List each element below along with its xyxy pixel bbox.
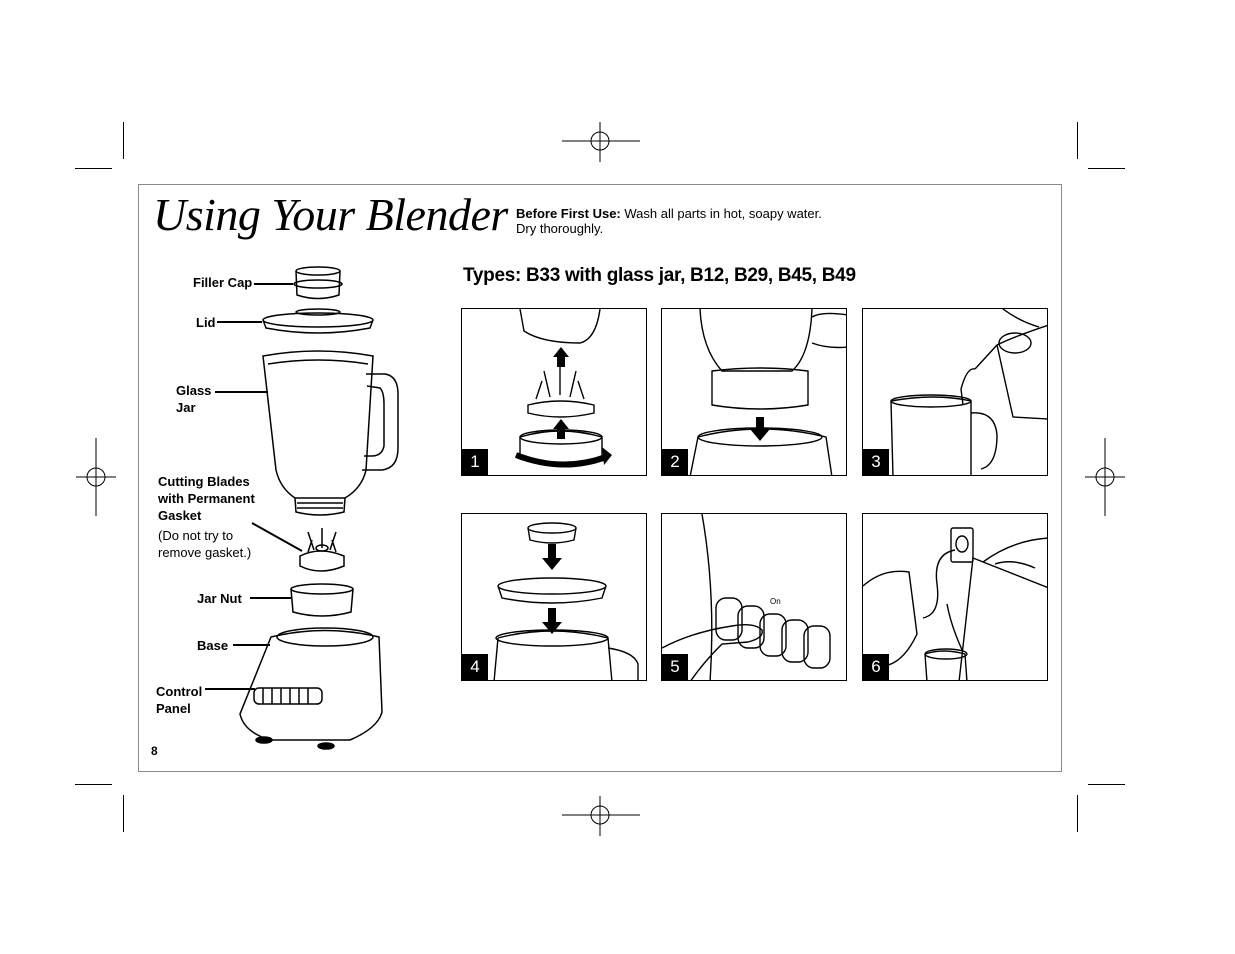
label-jar-nut: Jar Nut <box>197 591 242 606</box>
cutting-blades-note-line2: remove gasket.) <box>158 545 252 560</box>
label-glass-jar-line2: Jar <box>176 400 196 415</box>
step-6-number: 6 <box>863 654 889 680</box>
page-number: 8 <box>151 744 158 758</box>
label-cutting-blades-line2: with Permanent <box>158 491 255 506</box>
step-2-number: 2 <box>662 449 688 475</box>
label-control-panel: Control Panel <box>156 683 202 717</box>
step-panel-2: 2 <box>661 308 847 476</box>
label-base: Base <box>197 638 229 653</box>
registration-mark-bottom <box>562 796 640 836</box>
label-cutting-blades-line1: Cutting Blades <box>158 474 250 489</box>
step-panel-5: On 5 <box>661 513 847 681</box>
step-2-illustration <box>689 309 846 475</box>
intro-label: Before First Use: <box>516 206 621 221</box>
label-glass-jar-line1: Glass <box>176 383 212 398</box>
label-control-panel-line1: Control <box>156 684 203 699</box>
step-panel-4: 4 <box>461 513 647 681</box>
registration-mark-left <box>76 438 116 516</box>
step-1-illustration <box>514 309 612 468</box>
step-1-number: 1 <box>462 449 488 475</box>
label-filler-cap: Filler Cap <box>193 275 253 290</box>
step-5-number: 5 <box>662 654 688 680</box>
label-lid: Lid <box>196 315 216 330</box>
step-4-illustration <box>493 522 639 680</box>
label-cutting-blades: Cutting Blades with Permanent Gasket <box>158 473 255 524</box>
step-panel-1: 1 <box>461 308 647 476</box>
blender-parts-diagram <box>205 266 399 750</box>
label-glass-jar: Glass Jar <box>176 382 211 416</box>
intro-line2: Dry thoroughly. <box>516 221 604 236</box>
step-panel-6: 6 <box>862 513 1048 681</box>
registration-mark-right <box>1085 438 1125 516</box>
label-control-panel-line2: Panel <box>156 701 191 716</box>
label-cutting-blades-line3: Gasket <box>158 508 202 523</box>
registration-mark-top <box>562 122 640 162</box>
intro-line1: Wash all parts in hot, soapy water. <box>620 206 822 221</box>
cutting-blades-note: (Do not try to remove gasket.) <box>158 527 251 561</box>
step-6-illustration <box>863 527 1047 680</box>
before-first-use-note: Before First Use: Wash all parts in hot,… <box>516 206 822 236</box>
step-4-number: 4 <box>462 654 488 680</box>
cutting-blades-note-line1: (Do not try to <box>158 528 234 543</box>
step-3-illustration <box>890 309 1047 475</box>
step-5-illustration: On <box>662 514 831 680</box>
step-3-number: 3 <box>863 449 889 475</box>
step-5-on-label: On <box>770 597 781 606</box>
types-heading: Types: B33 with glass jar, B12, B29, B45… <box>463 265 856 286</box>
page-title: Using Your Blender <box>153 189 508 240</box>
step-panel-3: 3 <box>862 308 1048 476</box>
page-frame <box>138 184 1062 772</box>
